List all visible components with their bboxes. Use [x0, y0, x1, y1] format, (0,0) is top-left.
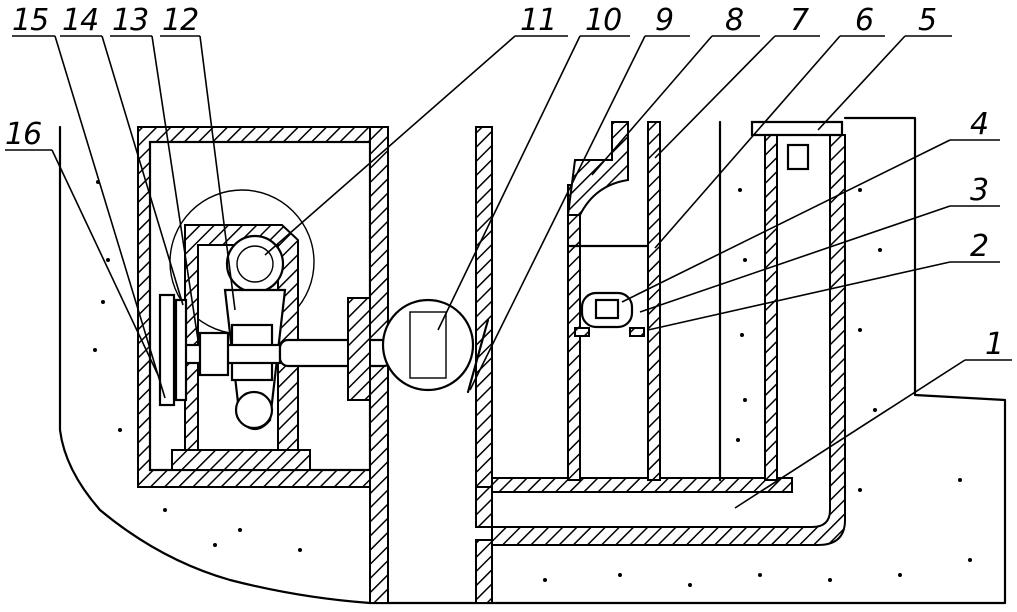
label-1: 1 [985, 327, 1003, 362]
label-13: 13 [112, 3, 148, 38]
label-4: 4 [970, 107, 988, 142]
label-2: 2 [970, 229, 988, 264]
label-8: 8 [725, 3, 743, 38]
ground-outline [58, 116, 1007, 605]
label-11: 11 [520, 3, 556, 38]
shaft-right-wall [475, 126, 493, 488]
flange [347, 297, 371, 401]
cap [750, 120, 844, 137]
label-5: 5 [918, 3, 936, 38]
concrete-specks [93, 180, 972, 587]
label-12: 12 [162, 3, 198, 38]
ball-valve [381, 298, 475, 392]
leader-lines [5, 35, 1012, 509]
label-7: 7 [790, 3, 809, 38]
label-16: 16 [5, 117, 41, 152]
label-3: 3 [970, 173, 988, 208]
label-6: 6 [855, 3, 873, 38]
chamber-wall-mid [647, 121, 661, 481]
label-15: 15 [12, 3, 48, 38]
outlet-channel [491, 134, 846, 546]
label-10: 10 [585, 3, 621, 38]
label-14: 14 [62, 3, 98, 38]
chamber-wall-right [764, 134, 778, 481]
part-labels: 15 14 13 12 11 10 9 8 7 6 5 4 3 2 1 16 [5, 3, 1004, 362]
label-9: 9 [655, 3, 673, 38]
